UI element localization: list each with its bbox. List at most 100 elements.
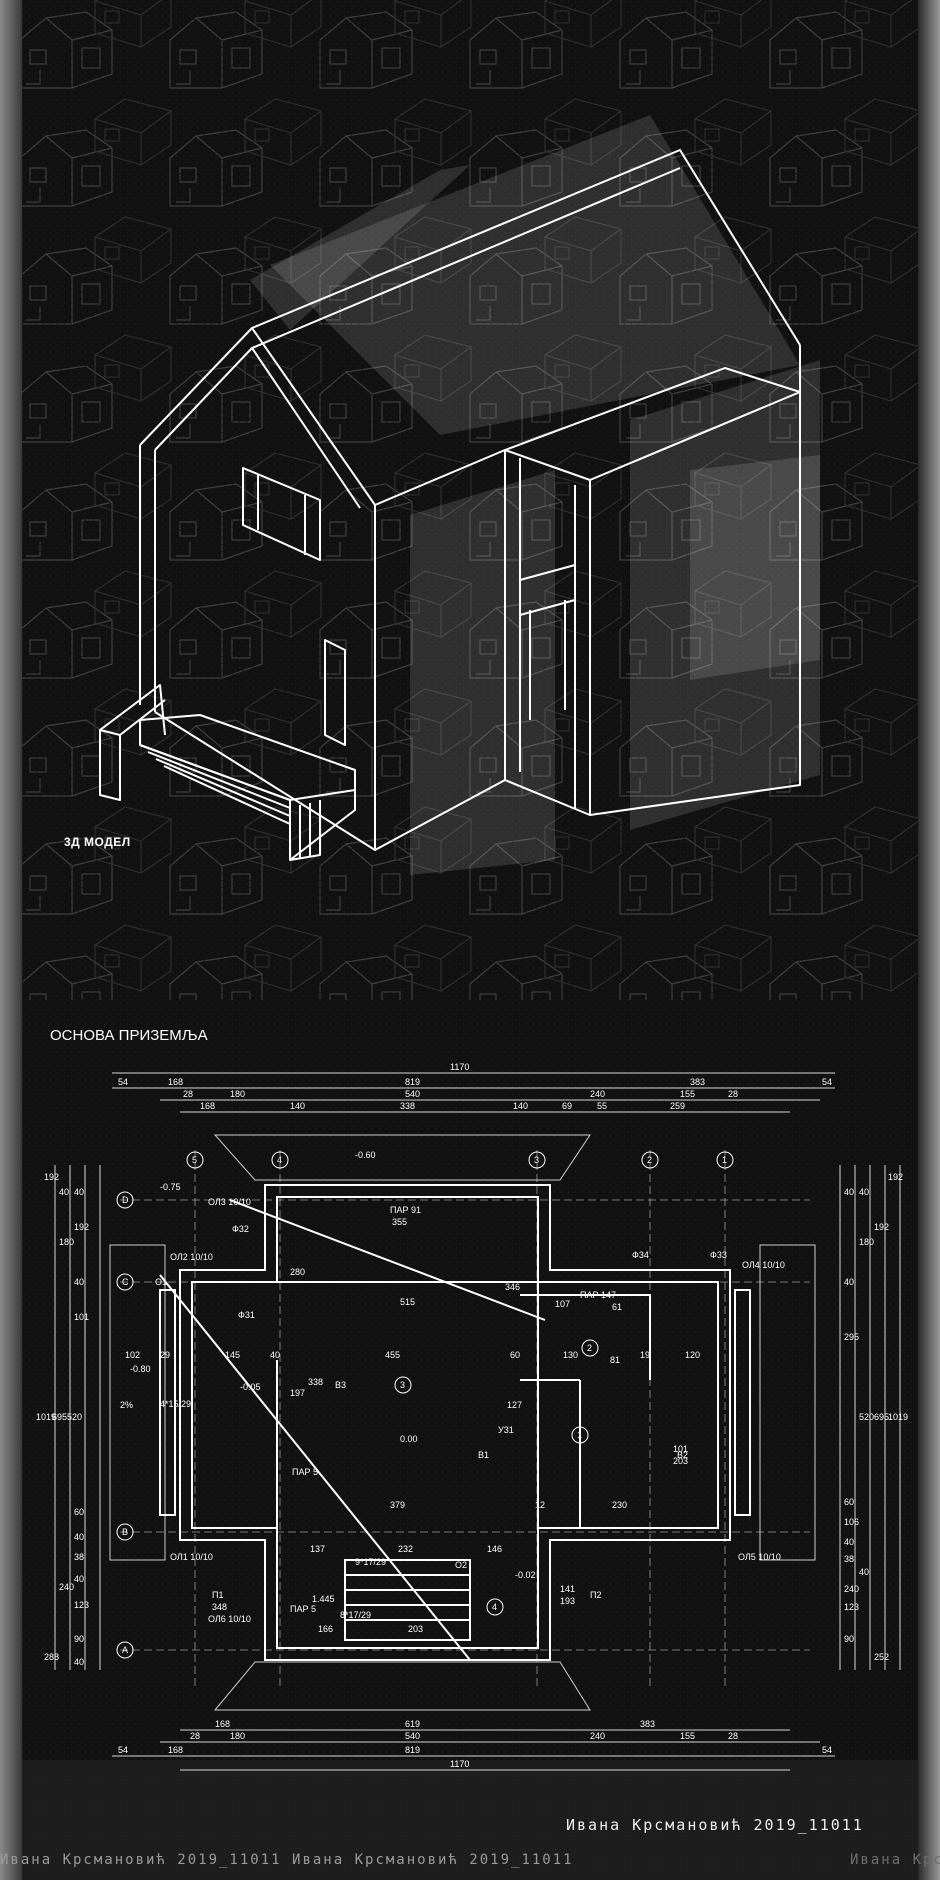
int-dim-5: 145	[225, 1350, 240, 1360]
dim-bottom-180: 180	[230, 1731, 245, 1741]
author-credit-echo-1: Ивана Крсмановић 2019_11011	[0, 1852, 282, 1868]
tag-par5a: ПАР 5	[292, 1467, 318, 1477]
roof-glass-panels	[250, 115, 820, 875]
dim-bottom-540: 540	[405, 1731, 420, 1741]
axis-label-side-a: A	[122, 1645, 128, 1655]
int-dim-19: 130	[563, 1350, 578, 1360]
dim-bottom-28: 28	[190, 1731, 200, 1741]
dim-left-7: 1019	[36, 1412, 56, 1422]
dim-top-540: 540	[405, 1089, 420, 1099]
author-credit: Ивана Крсмановић 2019_11011	[566, 1816, 864, 1834]
axis-label-top-3: 3	[534, 1155, 539, 1165]
room-bubble-2	[581, 1339, 599, 1357]
axis-label-side-b: B	[122, 1527, 128, 1537]
tag-p2: П2	[590, 1590, 601, 1600]
axis-label-side-d: D	[122, 1195, 129, 1205]
dim-bottom-383: 383	[640, 1719, 655, 1729]
level-mark-1: -0.75	[160, 1182, 181, 1192]
dim-left-1: 40	[59, 1187, 69, 1197]
int-dim-29: 19	[640, 1350, 650, 1360]
int-dim-3: 455	[385, 1350, 400, 1360]
dim-left-12: 38	[74, 1552, 84, 1562]
dim-right-7: 1019	[888, 1412, 908, 1422]
dim-right-14: 40	[859, 1567, 869, 1577]
dim-top-140b: 140	[513, 1101, 528, 1111]
porch-rail-left	[99, 684, 166, 801]
dim-top-28b: 28	[728, 1089, 738, 1099]
int-dim-9: 232	[398, 1544, 413, 1554]
dim-left-2: 40	[74, 1187, 84, 1197]
dim-top-168b: 168	[200, 1101, 215, 1111]
room-bubble-1	[571, 1426, 589, 1444]
tag-f33: Ф33	[710, 1250, 727, 1260]
tag-ol4: ОЛ4 10/10	[742, 1260, 785, 1270]
wall-panel-side	[690, 455, 820, 680]
dim-left-16: 90	[74, 1634, 84, 1644]
tag-v1: В1	[478, 1450, 489, 1460]
dim-left-5: 40	[74, 1277, 84, 1287]
int-dim-1: 280	[290, 1267, 305, 1277]
tag-f32: Ф32	[232, 1224, 249, 1234]
int-dim-23: 141	[560, 1584, 575, 1594]
tag-p1: П1	[212, 1590, 223, 1600]
tag-ol1: ОЛ1 10/10	[170, 1552, 213, 1562]
int-dim-21: 101	[673, 1444, 688, 1454]
dim-top-69: 69	[562, 1101, 572, 1111]
tag-par147: ПАР 147	[580, 1290, 616, 1300]
dim-right-11: 106	[844, 1517, 859, 1527]
int-dim-10: 137	[310, 1544, 325, 1554]
dim-top-819: 819	[405, 1077, 420, 1087]
int-dim-22: 203	[673, 1456, 688, 1466]
dim-right-4: 192	[874, 1222, 889, 1232]
glazing-left	[159, 1289, 176, 1516]
tag-ol5: ОЛ5 10/10	[738, 1552, 781, 1562]
dim-right-8: 695	[874, 1412, 889, 1422]
dim-bottom-168b: 168	[168, 1745, 183, 1755]
level-mark-3: 0.00	[400, 1434, 418, 1444]
level-mark-6: 1.445	[312, 1594, 335, 1604]
axis-bubble-left-a	[116, 1641, 134, 1659]
dim-right-10: 60	[844, 1497, 854, 1507]
dim-bottom-819: 819	[405, 1745, 420, 1755]
int-dim-6: 102	[125, 1350, 140, 1360]
dim-left-0: 192	[44, 1172, 59, 1182]
dim-right-16: 123	[844, 1602, 859, 1612]
house-wireframe	[99, 149, 801, 861]
roof-outline-top	[213, 1134, 591, 1181]
tag-ol3: ОЛ3 10/10	[208, 1197, 251, 1207]
int-dim-28: 12	[535, 1500, 545, 1510]
tag-v3: В3	[335, 1380, 346, 1390]
dim-bottom-240: 240	[590, 1731, 605, 1741]
int-dim-35: 2%	[120, 1400, 133, 1410]
int-dim-31: 29	[160, 1350, 170, 1360]
dim-top-383: 383	[690, 1077, 705, 1087]
dim-bottom-overall: 1170	[450, 1759, 469, 1769]
int-dim-7: 120	[685, 1350, 700, 1360]
tag-ol6: ОЛ6 10/10	[208, 1614, 251, 1624]
room-number-4: 4	[492, 1602, 497, 1612]
roof-outline-bottom	[213, 1661, 591, 1711]
axis-label-top-4: 4	[277, 1155, 282, 1165]
dim-left-6: 101	[74, 1312, 89, 1322]
dim-top-155: 155	[680, 1089, 695, 1099]
tag-u31: У31	[498, 1425, 514, 1435]
dim-right-13: 38	[844, 1554, 854, 1564]
int-dim-26: 346	[505, 1282, 520, 1292]
axis-label-top-5: 5	[192, 1155, 197, 1165]
right-block-side	[589, 392, 801, 816]
tag-f34: Ф34	[632, 1250, 649, 1260]
dim-right-18: 252	[874, 1652, 889, 1662]
dim-left-3: 180	[59, 1237, 74, 1247]
tag-ol2: ОЛ2 10/10	[170, 1252, 213, 1262]
int-dim-0: 355	[392, 1217, 407, 1227]
dim-top-55: 55	[597, 1101, 607, 1111]
roof-panel-main	[270, 115, 800, 435]
dim-left-9: 520	[67, 1412, 82, 1422]
glazing-right	[734, 1289, 751, 1516]
dim-top-54b: 54	[822, 1077, 832, 1087]
plan-dimension-lines	[54, 1072, 901, 1771]
dim-bottom-54a: 54	[118, 1745, 128, 1755]
plan-roof-outline	[109, 1134, 816, 1711]
dim-left-4: 192	[74, 1222, 89, 1232]
